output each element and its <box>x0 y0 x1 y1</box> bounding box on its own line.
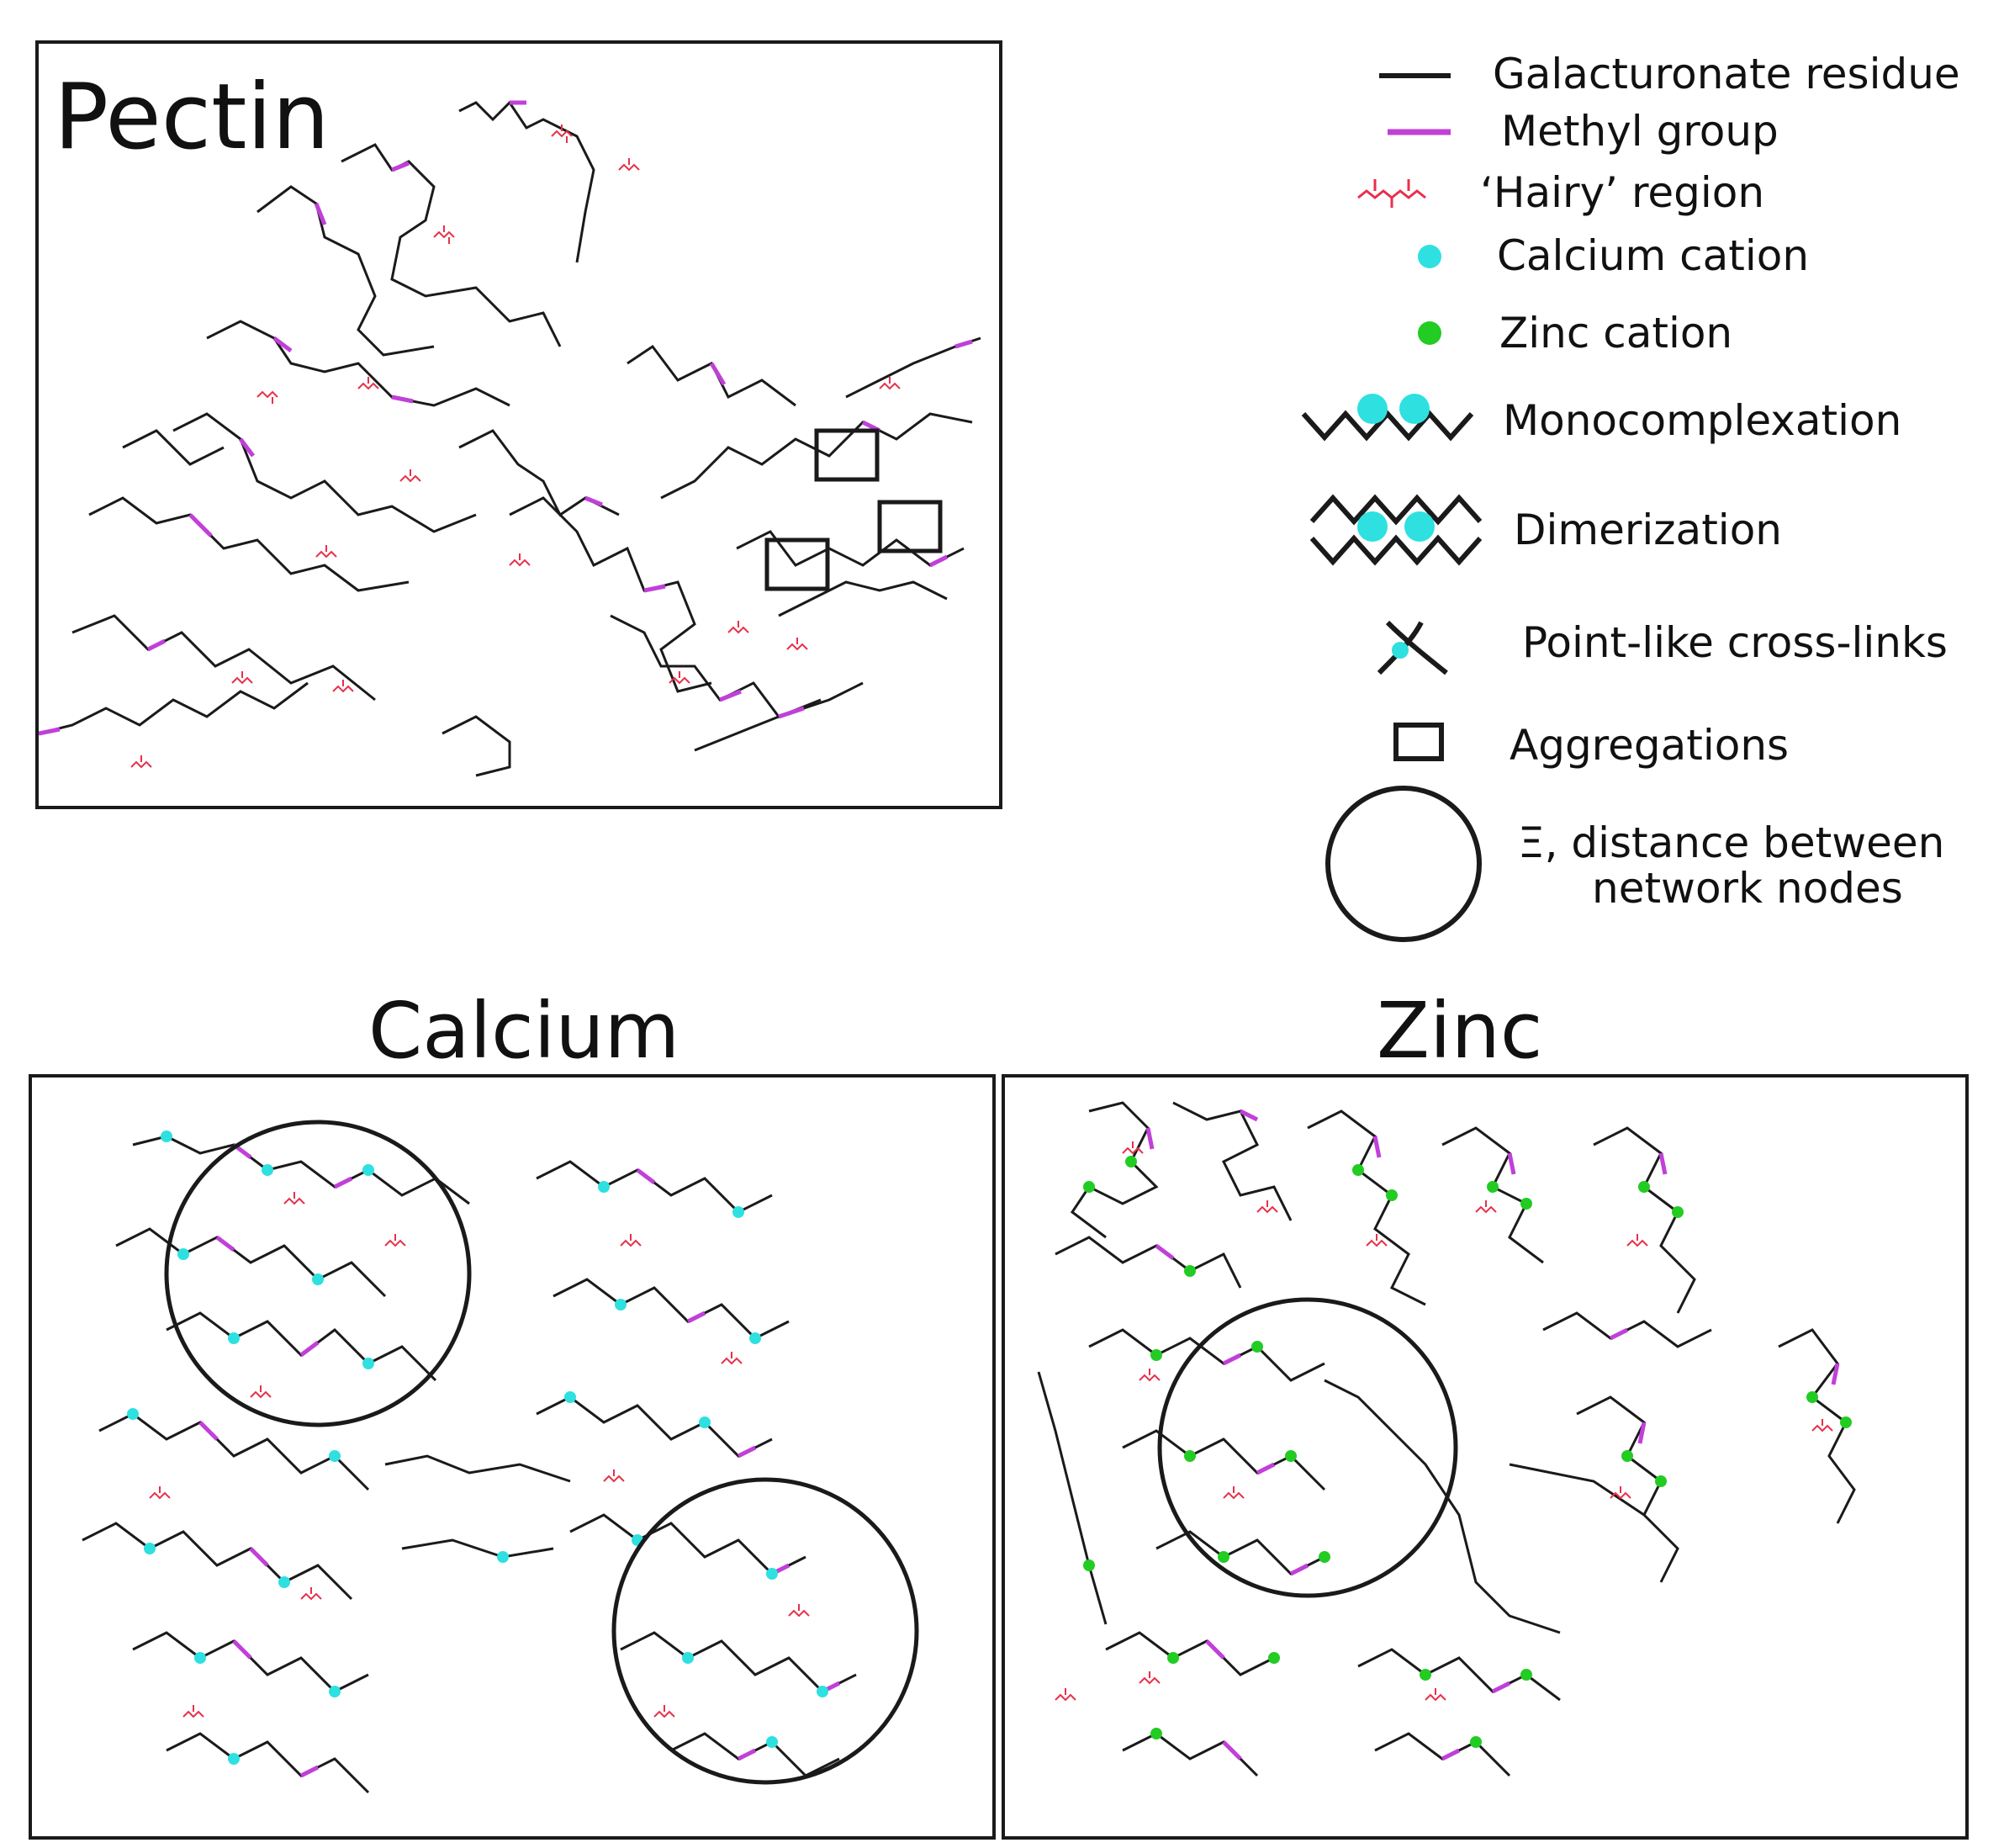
legend-crosslinks: Point-like cross-links <box>1522 618 1948 667</box>
pectin-panel <box>35 40 1002 809</box>
legend-distance-line2: network nodes <box>1592 864 1903 913</box>
zinc-title: Zinc <box>1377 986 1543 1076</box>
legend-distance-line1: Ξ, distance between <box>1518 818 1945 867</box>
legend-galacturonate: Galacturonate residue <box>1493 50 1960 98</box>
hairy-swatch <box>1357 179 1426 208</box>
aggregations-swatch <box>1393 723 1444 761</box>
pectin-title: Pectin <box>54 65 330 170</box>
distance-circles <box>164 1120 919 1785</box>
zinc-network <box>1037 1101 1856 1777</box>
calcium-cations <box>127 1131 828 1765</box>
legend-monocomplexation: Monocomplexation <box>1503 396 1902 445</box>
legend-hairy: ‘Hairy’ region <box>1480 168 1765 217</box>
calcium-panel <box>29 1074 996 1840</box>
distance-swatch <box>1325 786 1482 942</box>
monocomplexation-swatch <box>1301 394 1474 442</box>
calcium-network <box>82 1120 919 1794</box>
legend-methyl: Methyl group <box>1501 107 1779 156</box>
distance-circle <box>1157 1297 1458 1598</box>
legend-zinc: Zinc cation <box>1499 309 1733 357</box>
dimerization-swatch <box>1309 494 1483 566</box>
pectin-network <box>39 100 981 777</box>
legend-dimerization: Dimerization <box>1514 506 1782 554</box>
legend-aggregations: Aggregations <box>1510 721 1790 770</box>
crosslinks-swatch <box>1377 620 1448 675</box>
calcium-title: Calcium <box>368 986 680 1076</box>
legend-calcium: Calcium cation <box>1497 231 1810 280</box>
zinc-panel <box>1002 1074 1969 1840</box>
zinc-swatch <box>1418 321 1441 345</box>
zinc-cations <box>1083 1156 1852 1748</box>
calcium-swatch <box>1418 245 1441 268</box>
legend-graphics <box>1301 73 1483 942</box>
aggregation-boxes <box>764 428 943 591</box>
